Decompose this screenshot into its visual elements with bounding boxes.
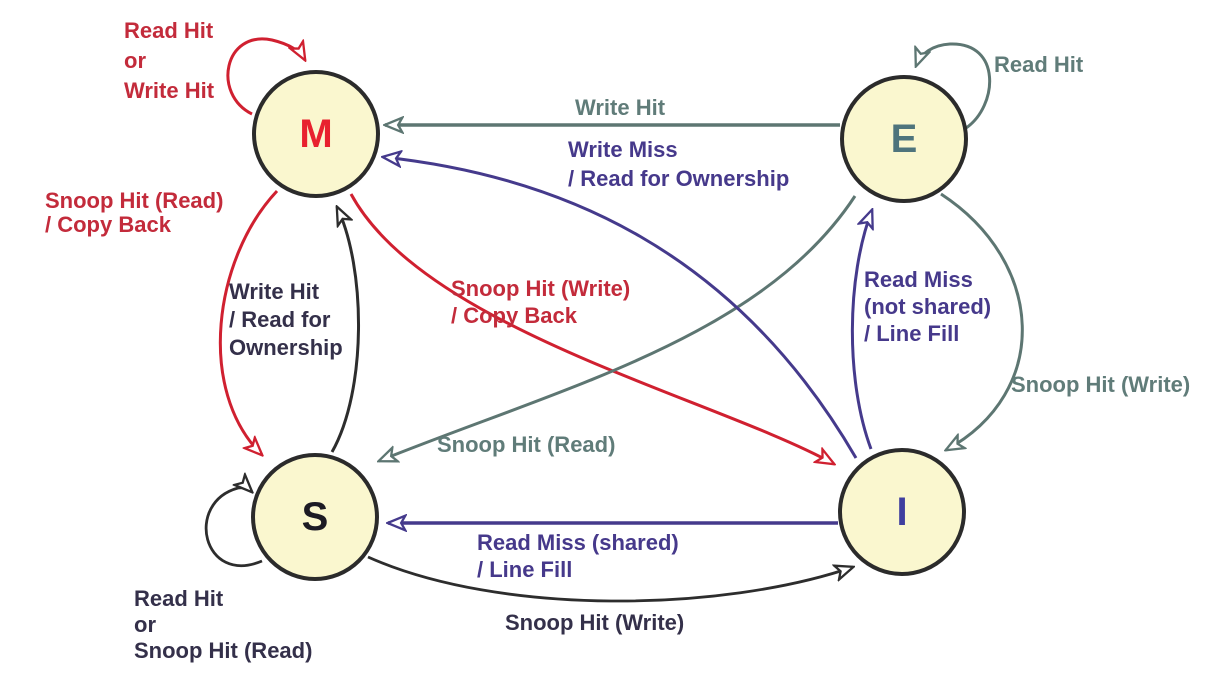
edge-s-to-m (330, 207, 361, 453)
state-node-exclusive: E (840, 75, 968, 203)
label-line: Read Hit (124, 18, 214, 43)
label-line: Write Miss (568, 137, 678, 162)
label-s-self-loop: Read Hit or Snoop Hit (Read) (134, 586, 312, 664)
state-node-invalid: I (838, 448, 966, 576)
label-line: Read Miss (864, 267, 973, 292)
edge-s-to-i (367, 555, 853, 603)
edge-e-self-loop (916, 42, 992, 130)
label-line: / Line Fill (864, 321, 960, 346)
label-line: Snoop Hit (Write) (505, 610, 685, 635)
label-s-to-i: Snoop Hit (Write) (505, 609, 684, 636)
edge-e-to-i (940, 192, 1024, 450)
label-line: Write Hit (575, 95, 666, 120)
label-e-self-loop: Read Hit (994, 51, 1083, 78)
label-m-self-loop: Read Hit or Write Hit (124, 16, 214, 106)
label-m-to-s: Snoop Hit (Read) / Copy Back (45, 189, 223, 237)
label-e-to-i: Snoop Hit (Write) (1011, 371, 1190, 398)
label-line: Snoop Hit (Read) (134, 638, 313, 663)
edge-e-to-s (379, 195, 857, 461)
state-letter-i: I (896, 490, 908, 534)
label-line: / Line Fill (477, 557, 573, 582)
edge-i-to-e (850, 210, 872, 450)
label-line: Snoop Hit (Write) (1011, 372, 1191, 397)
edge-i-to-m (383, 157, 858, 459)
edge-m-to-i (349, 193, 834, 464)
label-i-to-m: Write Miss / Read for Ownership (568, 135, 789, 193)
state-node-shared: S (251, 453, 379, 581)
edge-m-to-s (218, 189, 279, 455)
label-line: or (124, 48, 146, 73)
label-line: Read Hit (134, 586, 224, 611)
edge-s-self-loop (204, 488, 263, 568)
state-node-modified: M (252, 70, 380, 198)
label-line: Snoop Hit (Write) (451, 276, 631, 301)
label-line: Snoop Hit (Read) (45, 188, 224, 213)
label-line: Ownership (229, 335, 343, 360)
label-line: / Copy Back (451, 303, 577, 328)
label-line: Read Miss (shared) (477, 530, 679, 555)
label-line: Read Hit (994, 52, 1084, 77)
label-e-to-s: Snoop Hit (Read) (437, 431, 615, 458)
label-line: Write Hit (229, 279, 320, 304)
label-s-to-m: Write Hit / Read for Ownership (229, 278, 343, 362)
state-letter-m: M (299, 112, 333, 156)
label-line: / Read for Ownership (568, 166, 790, 191)
edge-m-self-loop (226, 37, 305, 116)
label-line: Write Hit (124, 78, 215, 103)
label-line: / Read for (229, 307, 331, 332)
state-letter-s: S (301, 495, 329, 539)
label-e-to-m: Write Hit (575, 94, 665, 121)
label-i-to-e: Read Miss (not shared) / Line Fill (864, 266, 991, 347)
label-line: / Copy Back (45, 212, 171, 237)
label-line: (not shared) (864, 294, 992, 319)
label-i-to-s: Read Miss (shared) / Line Fill (477, 529, 679, 583)
label-line: Snoop Hit (Read) (437, 432, 616, 457)
label-line: or (134, 612, 156, 637)
label-m-to-i: Snoop Hit (Write) / Copy Back (451, 275, 630, 329)
state-letter-e: E (890, 117, 918, 161)
